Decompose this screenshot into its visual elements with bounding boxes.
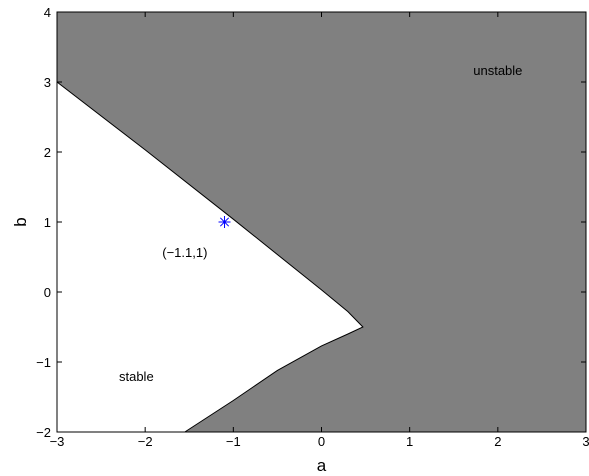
stable-label: stable bbox=[119, 369, 154, 384]
y-tick-label: −2 bbox=[36, 425, 51, 440]
x-tick-label: 1 bbox=[406, 434, 413, 449]
stable-region bbox=[57, 82, 363, 432]
x-tick-label: −1 bbox=[226, 434, 241, 449]
marker-label: (−1.1,1) bbox=[162, 245, 207, 260]
y-axis-label: b bbox=[11, 217, 30, 226]
y-tick-label: 4 bbox=[44, 5, 51, 20]
y-tick-label: 1 bbox=[44, 215, 51, 230]
y-tick-label: 0 bbox=[44, 285, 51, 300]
stability-boundary-curve bbox=[56, 81, 364, 433]
x-tick-label: −2 bbox=[138, 434, 153, 449]
x-axis-label: a bbox=[317, 456, 327, 475]
unstable-label: unstable bbox=[473, 63, 522, 78]
axes bbox=[56, 11, 587, 433]
x-tick-label: 2 bbox=[494, 434, 501, 449]
x-tick-label: 0 bbox=[318, 434, 325, 449]
y-tick-label: 3 bbox=[44, 75, 51, 90]
plot-area bbox=[56, 12, 586, 433]
y-tick-label: 2 bbox=[44, 145, 51, 160]
x-tick-label: −3 bbox=[50, 434, 65, 449]
marker-point bbox=[218, 216, 231, 228]
annotations: unstable stable (−1.1,1) bbox=[119, 63, 522, 384]
x-tick-label: 3 bbox=[582, 434, 589, 449]
y-tick-label: −1 bbox=[36, 355, 51, 370]
